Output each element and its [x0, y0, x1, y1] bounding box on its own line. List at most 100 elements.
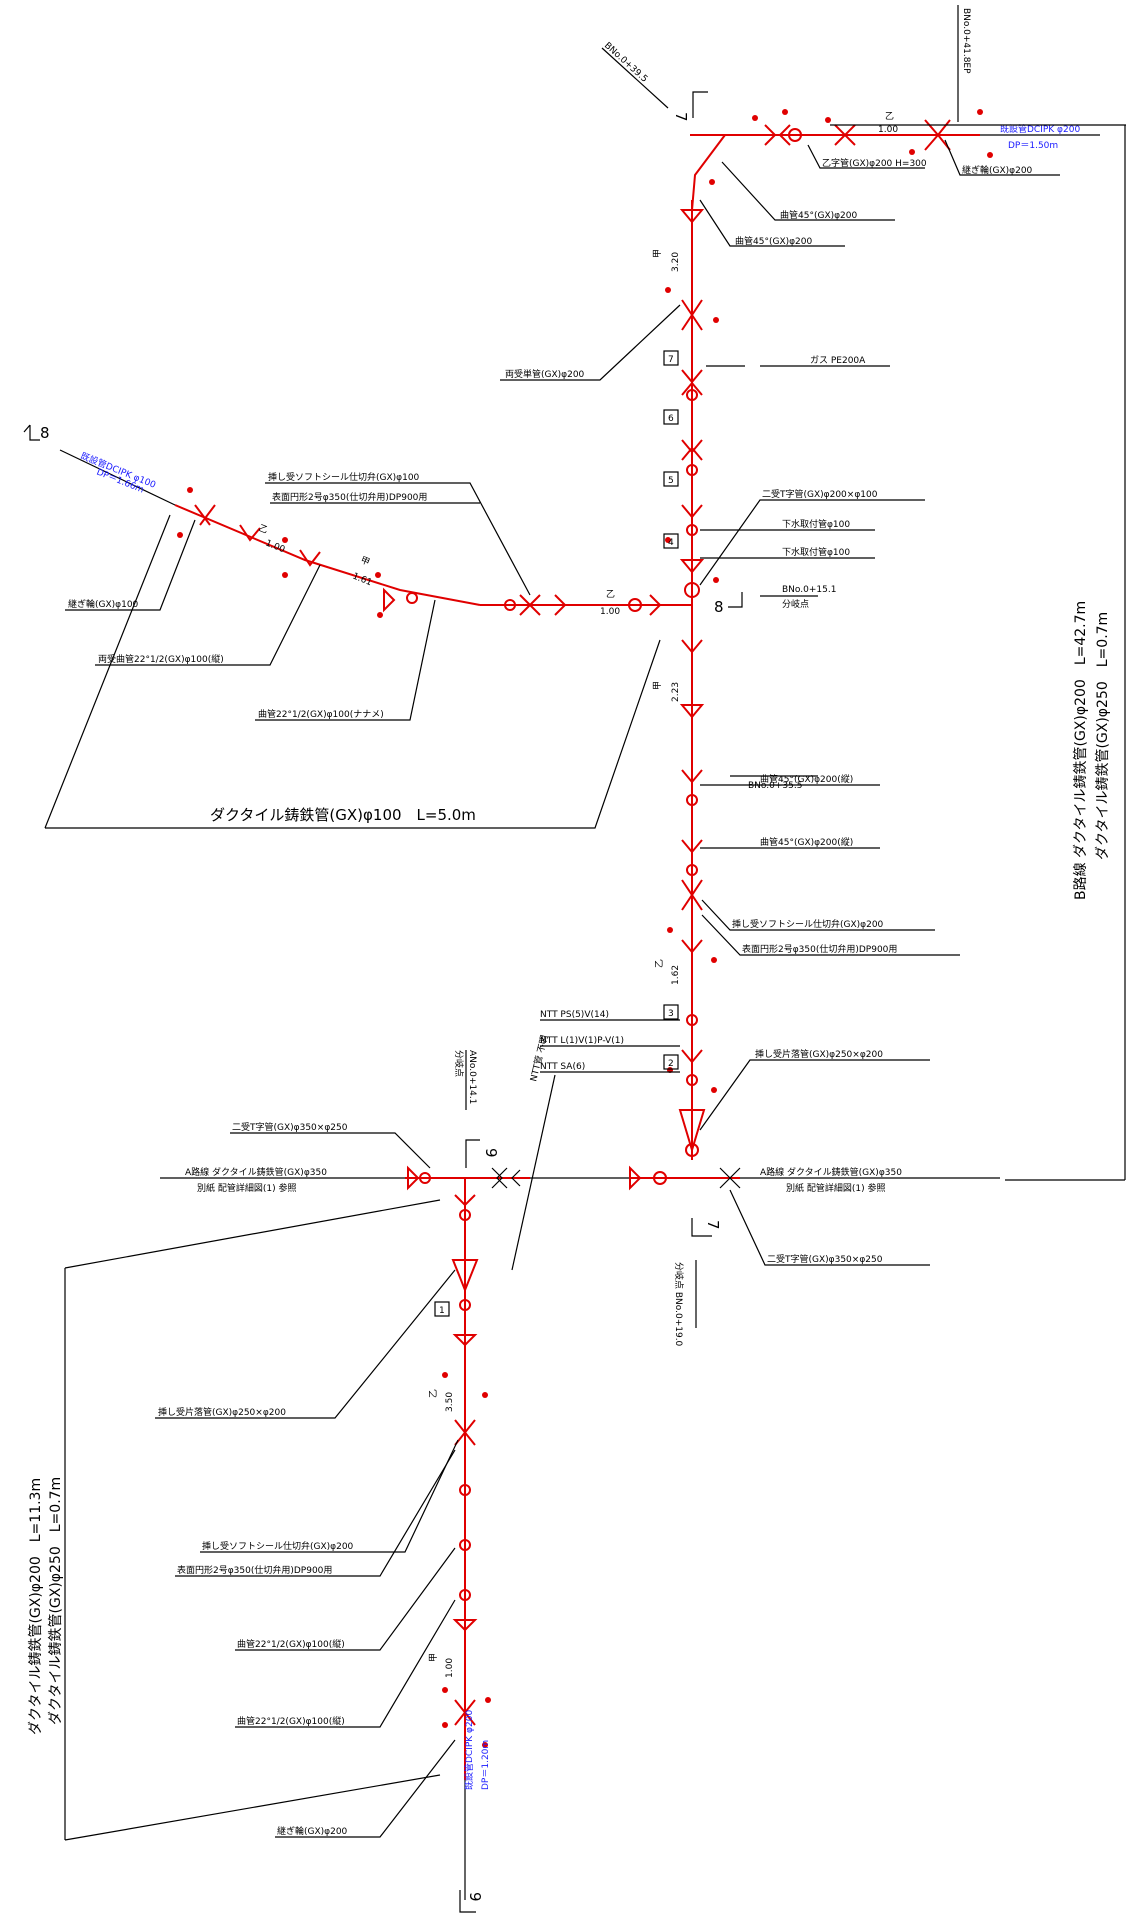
svg-text:曲管22°1/2(GX)φ100(縦): 曲管22°1/2(GX)φ100(縦)	[237, 1638, 345, 1650]
callout-sewer-2: 下水取付管φ100	[700, 546, 875, 559]
svg-text:乙: 乙	[257, 523, 269, 537]
fittings-b-line	[665, 209, 719, 1157]
svg-text:ANo.0+14.1: ANo.0+14.1	[467, 1050, 477, 1104]
callout-reducer-b: 挿し受片落管(GX)φ250×φ200	[699, 1048, 930, 1131]
callout-ntt: NTT PS(5)V(14) NTT L(1)V(1)P-V(1) NTT SA…	[511, 1010, 680, 1271]
a-line-right: A路線 ダクタイル鋳鉄管(GX)φ350 別紙 配管詳細図(1) 参照	[760, 1166, 902, 1194]
svg-text:二受T字管(GX)φ200×φ100: 二受T字管(GX)φ200×φ100	[762, 488, 878, 500]
svg-text:NTT SA(6): NTT SA(6)	[540, 1062, 585, 1072]
callout-double-socket: 両受単管(GX)φ200	[500, 304, 681, 381]
callout-bend22-a: 曲管22°1/2(GX)φ100(縦)	[235, 1547, 456, 1651]
svg-text:BNo.0+39.5: BNo.0+39.5	[602, 41, 649, 85]
existing-pipe-top-right: 既設管DCIPK φ200 DP＝1.50m	[1000, 123, 1080, 151]
callout-tee-a-right: 二受T字管(GX)φ350×φ250	[729, 1189, 930, 1266]
svg-text:DP＝1.20m: DP＝1.20m	[481, 1740, 491, 1790]
svg-text:表面円形2号φ350(仕切弁用)DP900用: 表面円形2号φ350(仕切弁用)DP900用	[177, 1564, 332, 1576]
numbered-boxes: 7 6 5 4 3 2 1	[434, 350, 679, 1317]
svg-text:1.00: 1.00	[878, 125, 898, 135]
svg-text:9: 9	[482, 1148, 500, 1158]
callout-bend22-b: 曲管22°1/2(GX)φ100(縦)	[235, 1599, 456, 1728]
svg-text:下水取付管φ100: 下水取付管φ100	[782, 518, 850, 530]
callout-bend45-a: 曲管45°(GX)φ200	[721, 161, 895, 221]
svg-text:8: 8	[40, 424, 50, 442]
svg-text:別紙 配管詳細図(1) 参照: 別紙 配管詳細図(1) 参照	[786, 1182, 885, 1194]
svg-text:2.23: 2.23	[671, 682, 681, 702]
svg-text:5: 5	[668, 476, 674, 486]
svg-text:継ぎ輪(GX)φ200: 継ぎ輪(GX)φ200	[277, 1825, 348, 1837]
section-marker-9-top: 9	[465, 1139, 500, 1168]
route-b-line: B路線 ダクタイル鋳鉄管(GX)φ200 L=42.7m ダクタイル鋳鉄管(GX…	[830, 124, 1126, 1181]
svg-text:両受単管(GX)φ200: 両受単管(GX)φ200	[505, 368, 585, 380]
callout-left-valve: 挿し受ソフトシール仕切弁(GX)φ100	[265, 471, 531, 596]
svg-text:甲: 甲	[359, 555, 371, 569]
svg-text:NTT L(1)V(1)P-V(1): NTT L(1)V(1)P-V(1)	[540, 1036, 624, 1046]
callout-left-coupling: 継ぎ輪(GX)φ100	[65, 519, 196, 611]
station-top-angled: BNo.0+39.5	[601, 41, 669, 109]
svg-text:甲: 甲	[652, 249, 663, 258]
existing-pipe-left: 既設管DCIPK φ100 DP＝1.66m	[79, 450, 158, 496]
svg-text:NTT管 不明: NTT管 不明	[527, 1034, 550, 1083]
callout-sewer-1: 下水取付管φ100	[700, 518, 875, 531]
svg-text:1.61: 1.61	[351, 572, 373, 589]
station-mid: BNo.0+35.5	[730, 775, 818, 791]
station-bottom: 分岐点 BNo.0+19.0	[673, 1260, 697, 1347]
section-marker-7-bottom: 7	[691, 1218, 722, 1237]
svg-text:表面円形2号φ350(仕切弁用)DP900用: 表面円形2号φ350(仕切弁用)DP900用	[272, 491, 427, 503]
svg-text:挿し受ソフトシール仕切弁(GX)φ200: 挿し受ソフトシール仕切弁(GX)φ200	[732, 918, 884, 930]
svg-text:ダクタイル鋳鉄管(GX)φ200 L=11.3m: ダクタイル鋳鉄管(GX)φ200 L=11.3m	[27, 1478, 44, 1735]
route-c-line: ダクタイル鋳鉄管(GX)φ200 L=11.3m ダクタイル鋳鉄管(GX)φ25…	[27, 1199, 441, 1841]
svg-text:1.00: 1.00	[445, 1658, 455, 1678]
svg-text:曲管45°(GX)φ200: 曲管45°(GX)φ200	[735, 235, 813, 247]
svg-text:3: 3	[668, 1009, 674, 1019]
svg-text:曲管22°1/2(GX)φ100(縦): 曲管22°1/2(GX)φ100(縦)	[237, 1715, 345, 1727]
svg-text:曲管45°(GX)φ200(縦): 曲管45°(GX)φ200(縦)	[760, 836, 853, 848]
svg-text:3.20: 3.20	[671, 252, 681, 272]
svg-text:二受T字管(GX)φ350×φ250: 二受T字管(GX)φ350×φ250	[232, 1121, 348, 1133]
svg-text:別紙 配管詳細図(1) 参照: 別紙 配管詳細図(1) 参照	[197, 1182, 296, 1194]
svg-text:乙: 乙	[606, 589, 615, 600]
svg-text:ガス PE200A: ガス PE200A	[810, 355, 866, 366]
callout-valve-c: 挿し受ソフトシール仕切弁(GX)φ200	[200, 1439, 459, 1553]
callout-top-coupling: 継ぎ輪(GX)φ200	[944, 139, 1060, 176]
svg-text:挿し受片落管(GX)φ250×φ200: 挿し受片落管(GX)φ250×φ200	[158, 1406, 286, 1418]
section-marker-7-top: 7	[672, 91, 708, 122]
svg-text:7: 7	[704, 1220, 722, 1230]
section-marker-8-left: 8	[23, 424, 50, 442]
svg-text:分岐点 BNo.0+19.0: 分岐点 BNo.0+19.0	[673, 1262, 685, 1347]
section-marker-8-right: 8	[714, 592, 743, 616]
svg-text:既設管DCIPK φ200: 既設管DCIPK φ200	[1000, 123, 1080, 135]
callout-box-b: 表面円形2号φ350(仕切弁用)DP900用	[701, 914, 960, 956]
svg-text:挿し受ソフトシール仕切弁(GX)φ100: 挿し受ソフトシール仕切弁(GX)φ100	[268, 471, 420, 483]
svg-text:挿し受ソフトシール仕切弁(GX)φ200: 挿し受ソフトシール仕切弁(GX)φ200	[202, 1540, 354, 1552]
fittings-top	[709, 109, 993, 185]
callout-bend45-b: 曲管45°(GX)φ200	[699, 199, 845, 247]
svg-text:乙: 乙	[885, 111, 894, 122]
callout-reducer-c: 挿し受片落管(GX)φ250×φ200	[155, 1269, 456, 1419]
callout-valve-b: 挿し受ソフトシール仕切弁(GX)φ200	[701, 899, 935, 931]
dimension-labels: 乙 1.00 甲 3.20 乙 1.00 乙 1.00 甲 1.61 甲 2.2…	[257, 111, 898, 1678]
svg-text:分岐点: 分岐点	[782, 598, 809, 610]
callout-left-bend-b: 曲管22°1/2(GX)φ100(ナナメ)	[255, 599, 436, 721]
svg-text:A路線 ダクタイル鋳鉄管(GX)φ350: A路線 ダクタイル鋳鉄管(GX)φ350	[760, 1166, 902, 1178]
svg-text:甲: 甲	[652, 681, 663, 690]
svg-text:A路線 ダクタイル鋳鉄管(GX)φ350: A路線 ダクタイル鋳鉄管(GX)φ350	[185, 1166, 327, 1178]
section-marker-9-bottom: 9	[459, 1890, 484, 1913]
station-left-mid: ANo.0+14.1 分岐点	[453, 1050, 477, 1110]
fittings-branch	[177, 487, 662, 618]
station-branch: BNo.0+15.1 分岐点	[760, 585, 836, 610]
svg-text:4: 4	[668, 538, 674, 548]
svg-text:ダクタイル鋳鉄管(GX)φ100 L=5.0m: ダクタイル鋳鉄管(GX)φ100 L=5.0m	[210, 806, 476, 824]
svg-text:両受曲管22°1/2(GX)φ100(縦): 両受曲管22°1/2(GX)φ100(縦)	[98, 653, 224, 665]
svg-text:ダクタイル鋳鉄管(GX)φ250 L=0.7m: ダクタイル鋳鉄管(GX)φ250 L=0.7m	[1094, 612, 1111, 860]
svg-text:1: 1	[439, 1306, 445, 1316]
svg-text:二受T字管(GX)φ350×φ250: 二受T字管(GX)φ350×φ250	[767, 1253, 883, 1265]
callout-bend45-d: 曲管45°(GX)φ200(縦)	[700, 836, 880, 849]
svg-text:継ぎ輪(GX)φ100: 継ぎ輪(GX)φ100	[68, 598, 139, 610]
callout-tee-a-left: 二受T字管(GX)φ350×φ250	[230, 1121, 431, 1169]
svg-text:BNo.0+15.1: BNo.0+15.1	[782, 585, 836, 595]
svg-text:7: 7	[668, 355, 674, 365]
callout-gas: ガス PE200A	[706, 355, 890, 367]
a-line-left: A路線 ダクタイル鋳鉄管(GX)φ350 別紙 配管詳細図(1) 参照	[185, 1166, 327, 1194]
svg-text:BNo.0+35.5: BNo.0+35.5	[748, 781, 802, 791]
